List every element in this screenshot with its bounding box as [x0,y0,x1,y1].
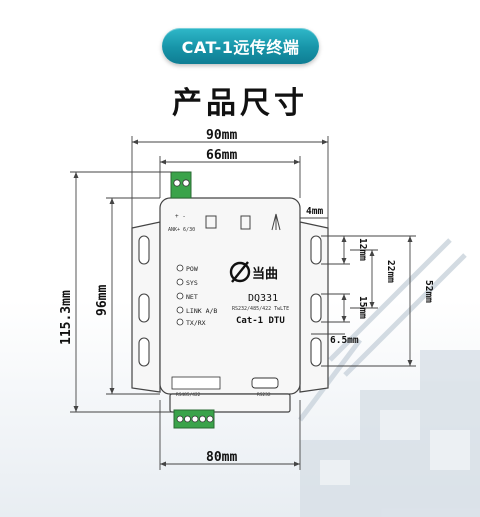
led-txrx [176,318,184,326]
product-name: Cat-1 DTU [236,316,285,326]
led-sys [176,278,184,286]
brand-logo: 当曲 [229,261,278,283]
led-label: LINK A/B [186,307,217,315]
dim-overall-height: 115.3mm [59,290,74,345]
dim-slot-pitch: 22mm [385,260,396,283]
lock-icon [205,215,217,229]
dim-base-width: 80mm [206,450,237,465]
dim-slot-length: 12mm [357,238,368,261]
led-pow [176,264,184,272]
page-title: 产品尺寸 [172,86,308,121]
brand-name: 当曲 [252,266,278,282]
rs485-port: RS485/422 [171,376,221,398]
device-outline [131,197,329,413]
led-net [176,292,184,300]
rs485-label: RS485/422 [176,392,201,398]
rs485-terminal [173,409,215,429]
top-left-label: + - [175,213,186,220]
dimension-arrows [73,139,413,467]
dim-inner-width: 66mm [206,148,237,163]
led-label: NET [186,293,198,301]
led-label: TX/RX [186,319,206,327]
dim-slot-width: 6.5mm [330,335,359,346]
dimension-lines [70,136,416,470]
interface-spec: RS232/485/422 TwLTE [232,306,289,312]
antenna-icon [271,213,281,231]
dim-mount-spacing: 52mm [423,280,434,303]
power-terminal [170,171,192,199]
led-label: POW [186,265,198,273]
led-label: SYS [186,279,198,287]
rs232-label: RS232 [257,392,271,398]
model-number: DQ331 [248,293,278,304]
led-indicators: POW SYS NET LINK A/B TX/RX [176,264,217,327]
dim-tab-offset: 4mm [306,206,323,217]
banner-title: CAT-1远传终端 [162,28,319,64]
mount-slots [138,235,322,367]
sim-card-icon [240,215,251,230]
top-right-label: ANK+ 6/30 [168,227,195,233]
dim-body-height: 96mm [95,285,110,316]
led-link [176,306,184,314]
dim-slot-gap: 15mm [357,296,368,319]
rs232-port: RS232 [251,377,279,398]
dim-overall-width: 90mm [206,128,237,143]
